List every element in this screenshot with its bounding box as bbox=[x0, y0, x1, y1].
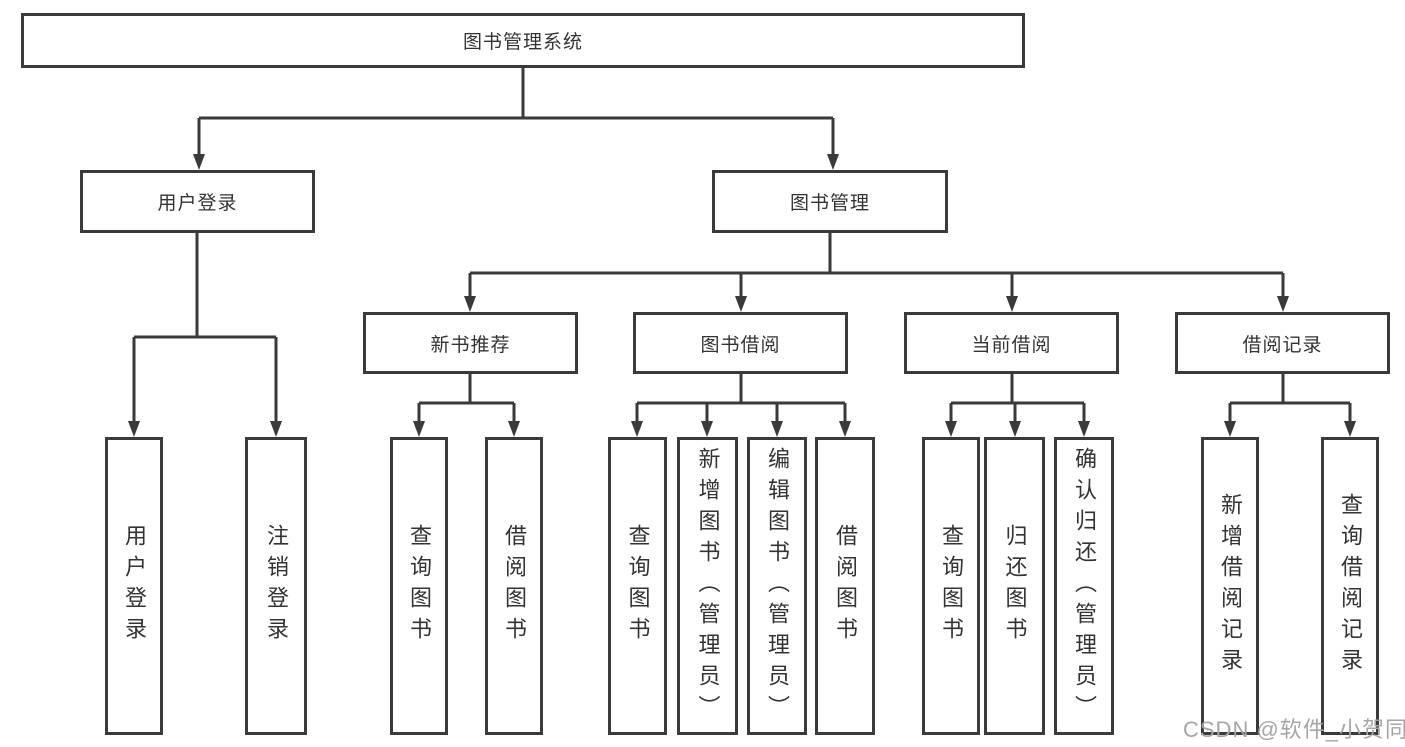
node-label: 图书管理 bbox=[789, 193, 870, 214]
node-label: 查询图书 bbox=[939, 524, 964, 648]
leaf-borrow-books-1: 借阅图书 bbox=[485, 437, 543, 735]
leaf-query-borrow-record: 查询借阅记录 bbox=[1321, 437, 1379, 735]
node-label: 用户登录 bbox=[157, 193, 238, 214]
node-book-borrowing: 图书借阅 bbox=[633, 312, 848, 374]
node-label: 查询借阅记录 bbox=[1338, 493, 1363, 679]
node-label: 图书借阅 bbox=[700, 334, 781, 356]
node-label: 新增借阅记录 bbox=[1218, 493, 1243, 679]
leaf-add-book-admin: 新增图书（管理员） bbox=[677, 437, 738, 735]
leaf-query-books-1: 查询图书 bbox=[390, 437, 448, 735]
node-new-book-recommendation: 新书推荐 bbox=[363, 312, 578, 374]
leaf-query-books-2: 查询图书 bbox=[608, 437, 667, 735]
node-label: 借阅记录 bbox=[1242, 334, 1323, 356]
node-label: 编辑图书（管理员） bbox=[765, 446, 790, 726]
node-label: 图书管理系统 bbox=[462, 32, 583, 53]
node-label: 注销登录 bbox=[264, 524, 289, 648]
node-library-management-system: 图书管理系统 bbox=[21, 13, 1025, 68]
node-label: 查询图书 bbox=[625, 524, 651, 648]
watermark: CSDN @软件_小贺同学 bbox=[1183, 717, 1405, 742]
node-label: 归还图书 bbox=[1002, 524, 1028, 648]
leaf-add-borrow-record: 新增借阅记录 bbox=[1201, 437, 1259, 735]
leaf-borrow-books-2: 借阅图书 bbox=[815, 437, 875, 735]
node-label: 新书推荐 bbox=[430, 334, 511, 356]
node-label: 查询图书 bbox=[407, 524, 432, 648]
node-user-login: 用户登录 bbox=[80, 170, 315, 233]
node-label: 新增图书（管理员） bbox=[695, 446, 721, 726]
leaf-query-books-3: 查询图书 bbox=[922, 437, 980, 735]
node-label: 借阅图书 bbox=[833, 524, 858, 648]
leaf-edit-book-admin: 编辑图书（管理员） bbox=[747, 437, 807, 735]
node-label: 用户登录 bbox=[122, 524, 147, 648]
node-label: 借阅图书 bbox=[502, 524, 527, 648]
node-label: 确认归还（管理员） bbox=[1072, 446, 1097, 726]
leaf-user-login: 用户登录 bbox=[105, 437, 163, 735]
node-current-borrowing: 当前借阅 bbox=[904, 312, 1119, 374]
node-label: 当前借阅 bbox=[971, 334, 1052, 356]
leaf-logout: 注销登录 bbox=[245, 437, 307, 735]
leaf-return-books: 归还图书 bbox=[984, 437, 1045, 735]
leaf-confirm-return-admin: 确认归还（管理员） bbox=[1054, 437, 1114, 735]
node-book-management: 图书管理 bbox=[712, 170, 948, 233]
node-borrowing-records: 借阅记录 bbox=[1175, 312, 1390, 374]
